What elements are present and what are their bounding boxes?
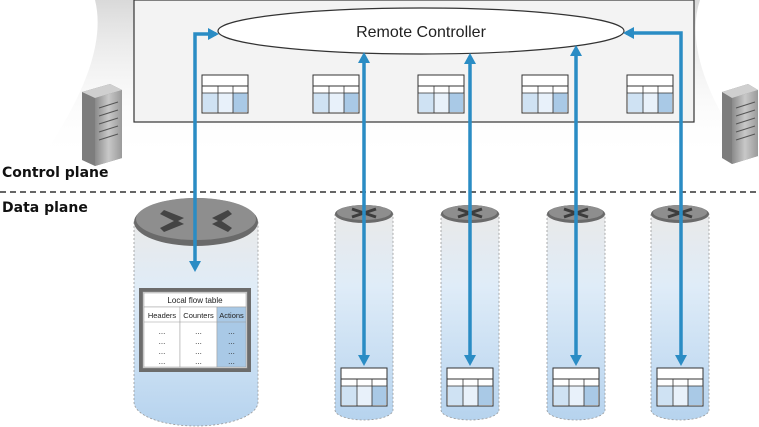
- local-flow-table: Local flow table Headers Counters Action…: [139, 288, 251, 372]
- control-plane-label: Control plane: [2, 165, 109, 181]
- control-link-arrow: [570, 45, 582, 366]
- cell-dots: ...: [228, 327, 235, 336]
- cell-dots: ...: [159, 347, 166, 356]
- cell-dots: ...: [195, 337, 202, 346]
- server-icon-left: [82, 84, 122, 166]
- controller-flow-table: [626, 74, 674, 114]
- local-flow-table-title: Local flow table: [167, 296, 223, 305]
- col-headers: Headers: [148, 311, 177, 320]
- cell-dots: ...: [228, 337, 235, 346]
- switch-flow-table: [446, 367, 494, 407]
- data-plane-label: Data plane: [2, 200, 88, 216]
- col-actions: Actions: [219, 311, 244, 320]
- cell-dots: ...: [159, 327, 166, 336]
- control-link-arrow: [189, 28, 219, 272]
- cell-dots: ...: [195, 347, 202, 356]
- control-link-arrow: [358, 52, 370, 366]
- remote-controller-label: Remote Controller: [356, 24, 487, 41]
- cell-dots: ...: [159, 337, 166, 346]
- controller-flow-table: [417, 74, 465, 114]
- control-link-arrow: [464, 53, 476, 366]
- controller-flow-table: [521, 74, 569, 114]
- switch-flow-table: [552, 367, 600, 407]
- switch-flow-table: [340, 367, 388, 407]
- switch-flow-table: [656, 367, 704, 407]
- col-counters: Counters: [183, 311, 214, 320]
- cell-dots: ...: [195, 357, 202, 366]
- cell-dots: ...: [228, 357, 235, 366]
- switch: [334, 205, 394, 421]
- cell-dots: ...: [228, 347, 235, 356]
- cell-dots: ...: [195, 327, 202, 336]
- server-icon-right: [722, 84, 758, 164]
- control-link-arrow: [623, 27, 687, 366]
- remote-controller-ellipse: [217, 7, 625, 55]
- controller-flow-table: [312, 74, 360, 114]
- cell-dots: ...: [159, 357, 166, 366]
- controller-flow-table: [201, 74, 249, 114]
